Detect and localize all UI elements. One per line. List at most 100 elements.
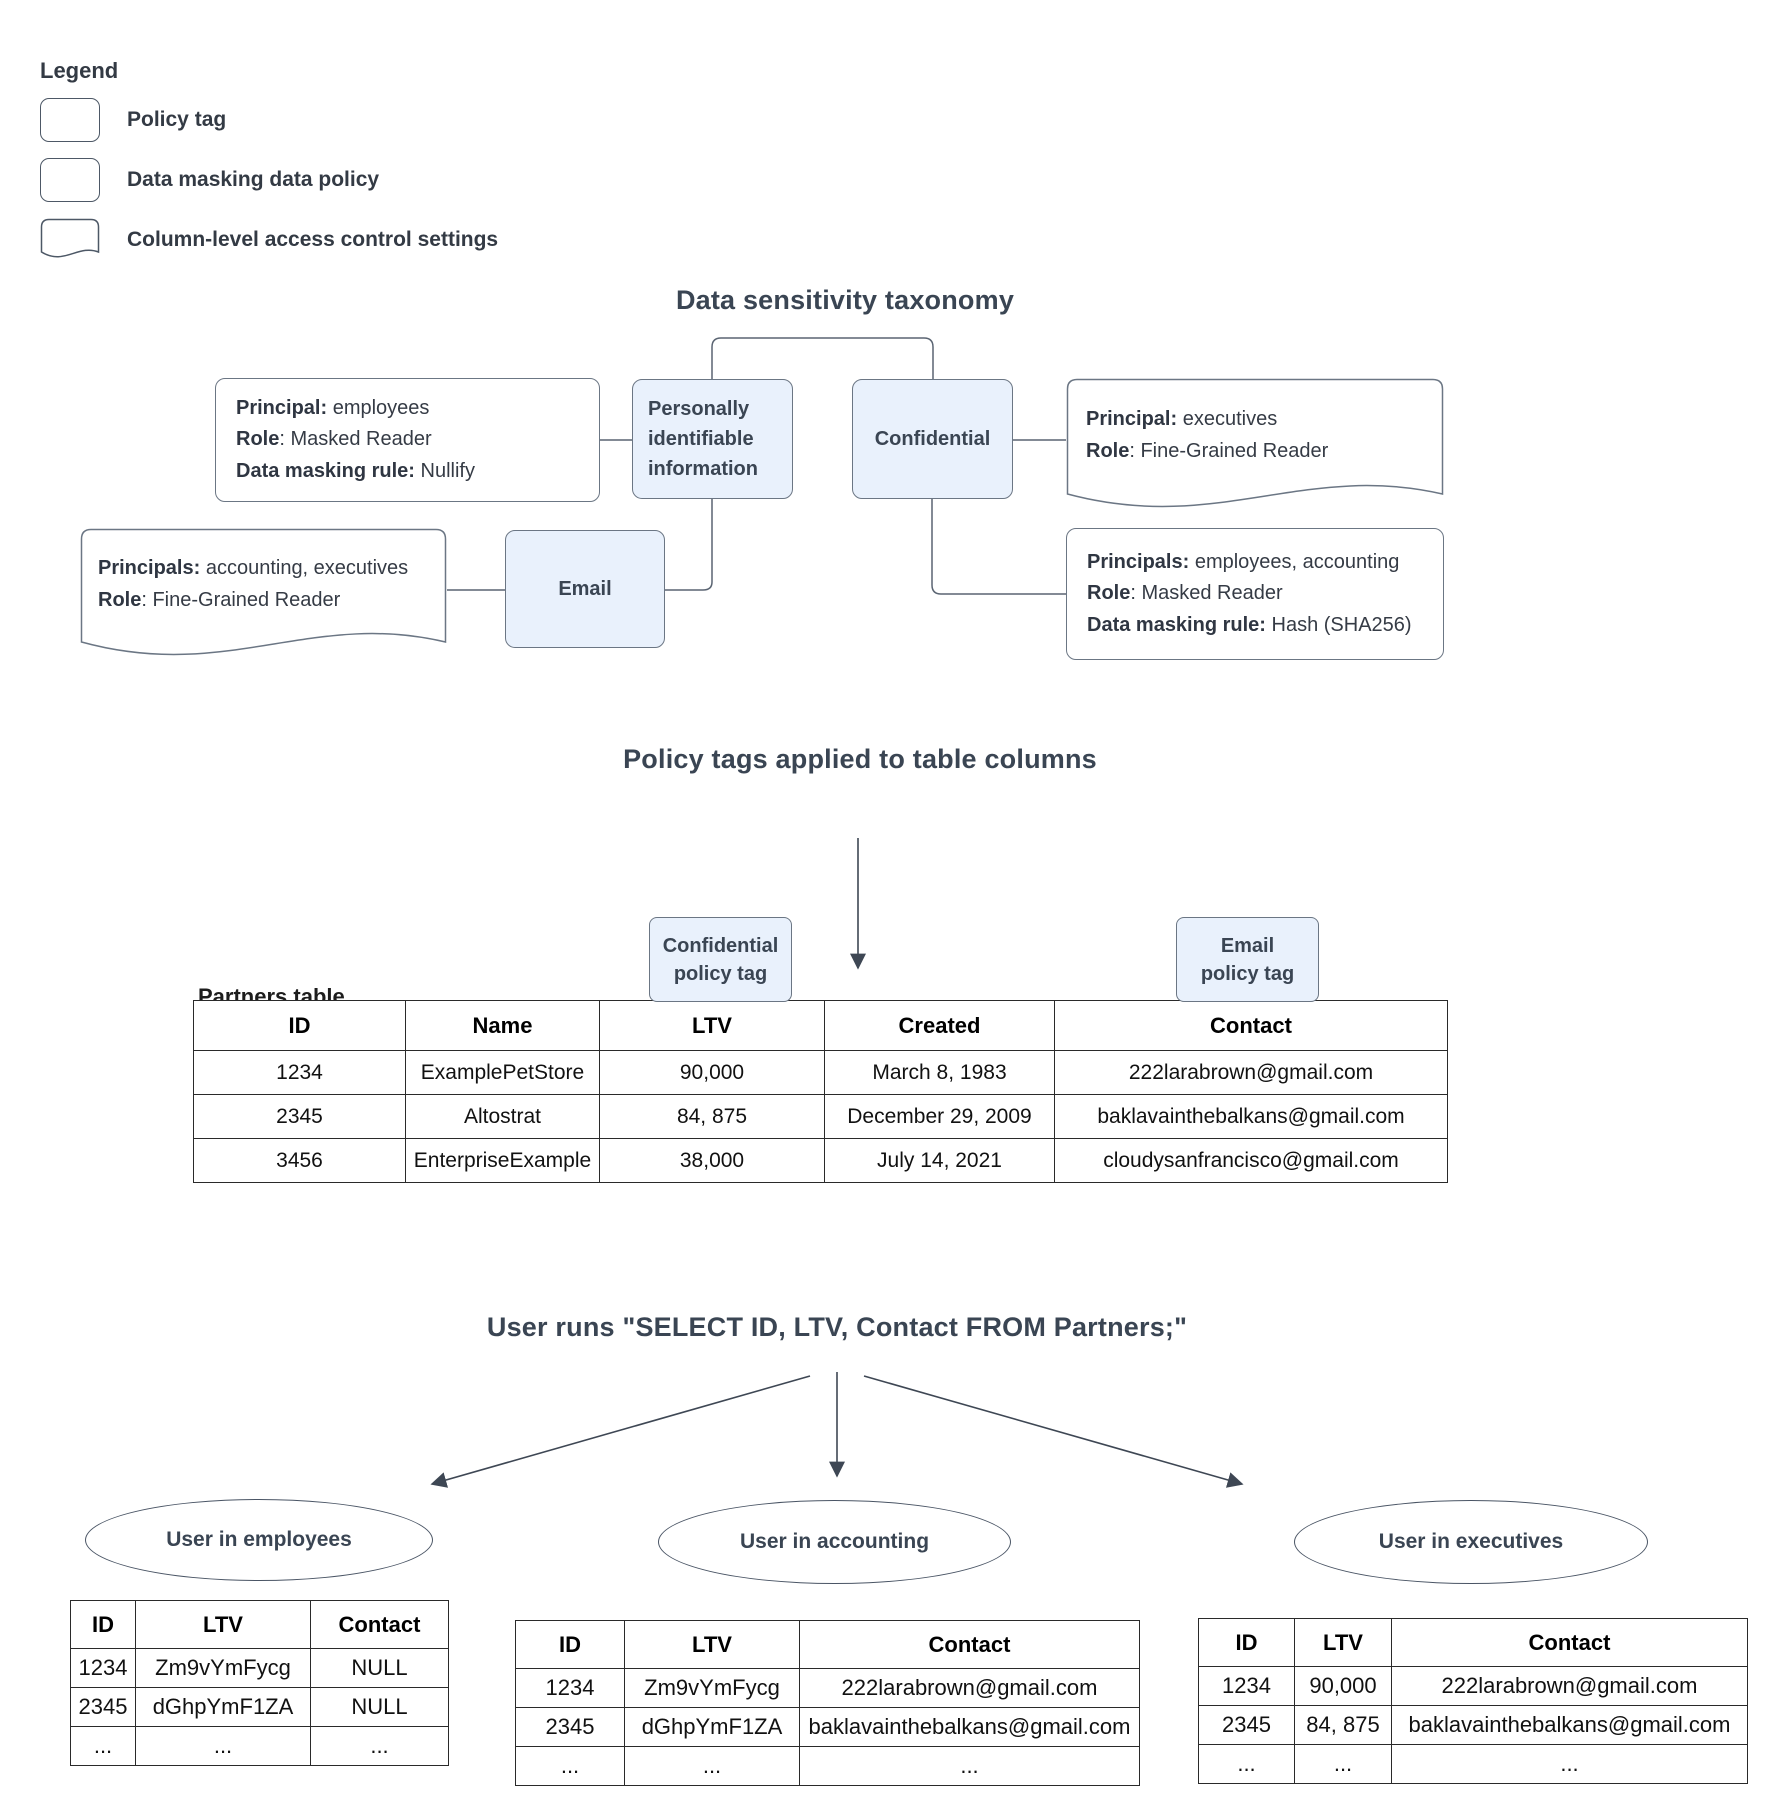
policy-tag-swatch xyxy=(40,98,100,142)
confidential-tag-line1: Confidential xyxy=(662,934,779,957)
cell: baklavainthebalkans@gmail.com xyxy=(799,1707,1140,1747)
column-header: ID xyxy=(515,1620,625,1669)
policy-line: Role: Masked Reader xyxy=(236,428,432,451)
pii-policy-tag-node: Personally identifiable information xyxy=(632,379,793,499)
cell: 1234 xyxy=(1198,1666,1295,1706)
column-header: ID xyxy=(193,1000,406,1051)
column-header: Name xyxy=(405,1000,600,1051)
cell: 90,000 xyxy=(599,1050,825,1095)
cell: ... xyxy=(624,1746,800,1786)
policy-line: Data masking rule: Hash (SHA256) xyxy=(1087,613,1412,636)
policy-line: Role: Fine-Grained Reader xyxy=(1086,439,1329,462)
policy-line: Role: Masked Reader xyxy=(1087,582,1283,605)
column-header: Created xyxy=(824,1000,1055,1051)
cell: 38,000 xyxy=(599,1138,825,1183)
cell: 1234 xyxy=(515,1668,625,1708)
policy-line: Data masking rule: Nullify xyxy=(236,459,475,482)
policy-line: Principal: executives xyxy=(1086,408,1278,430)
confidential-policy-tag-node: Confidential xyxy=(852,379,1013,499)
legend-title: Legend xyxy=(40,58,119,83)
policy-line: Principals: employees, accounting xyxy=(1087,550,1400,573)
user-group-accounting-label: User in accounting xyxy=(739,1530,930,1553)
cell: ... xyxy=(1391,1744,1748,1784)
column-header: Contact xyxy=(1054,1000,1448,1051)
cell: 90,000 xyxy=(1294,1666,1392,1706)
policy-line: Principal: employees xyxy=(236,396,430,419)
taxonomy-title: Data sensitivity taxonomy xyxy=(675,285,1015,315)
table-row: ......... xyxy=(70,1726,449,1766)
column-header: Contact xyxy=(1391,1618,1748,1667)
query-title: User runs "SELECT ID, LTV, Contact FROM … xyxy=(486,1312,1188,1342)
email-policy-tag-callout: Email policy tag xyxy=(1176,917,1319,1002)
cell: 222larabrown@gmail.com xyxy=(1391,1666,1748,1706)
cell: 1234 xyxy=(193,1050,406,1095)
cell: dGhpYmF1ZA xyxy=(135,1687,311,1727)
cell: baklavainthebalkans@gmail.com xyxy=(1391,1705,1748,1745)
cell: 2345 xyxy=(1198,1705,1295,1745)
column-header: LTV xyxy=(135,1600,311,1649)
cell: Altostrat xyxy=(405,1094,600,1139)
cell: NULL xyxy=(310,1687,449,1727)
column-header: Contact xyxy=(310,1600,449,1649)
legend-label-policy-tag: Policy tag xyxy=(127,108,227,131)
confidential-policy-tag-label: Confidential xyxy=(874,427,991,450)
column-header: Contact xyxy=(799,1620,1140,1669)
column-header: LTV xyxy=(624,1620,800,1669)
cell: NULL xyxy=(310,1648,449,1688)
email-tag-line1: Email xyxy=(1220,934,1275,957)
cell: 3456 xyxy=(193,1138,406,1183)
policy-line: Role: Fine-Grained Reader xyxy=(98,588,341,611)
cell: ExamplePetStore xyxy=(405,1050,600,1095)
cell: Zm9vYmFycg xyxy=(624,1668,800,1708)
cell: ... xyxy=(1198,1744,1295,1784)
pii-policy-tag-label: Personally identifiable information xyxy=(648,398,758,480)
cell: ... xyxy=(135,1726,311,1766)
table-row: ......... xyxy=(1198,1744,1748,1784)
user-group-accounting: User in accounting xyxy=(658,1500,1011,1584)
column-header: LTV xyxy=(599,1000,825,1051)
cell: Zm9vYmFycg xyxy=(135,1648,311,1688)
legend-label-data-masking: Data masking data policy xyxy=(127,168,380,191)
cell: baklavainthebalkans@gmail.com xyxy=(1054,1094,1448,1139)
cell: ... xyxy=(310,1726,449,1766)
cell: 84, 875 xyxy=(1294,1705,1392,1745)
cell: July 14, 2021 xyxy=(824,1138,1055,1183)
cell: cloudysanfrancisco@gmail.com xyxy=(1054,1138,1448,1183)
cell: ... xyxy=(70,1726,136,1766)
table-row: ......... xyxy=(515,1746,1140,1786)
email-policy-tag-node: Email xyxy=(505,530,665,648)
policy-line: Principals: accounting, executives xyxy=(98,557,409,579)
cell: 222larabrown@gmail.com xyxy=(799,1668,1140,1708)
cell: ... xyxy=(1294,1744,1392,1784)
column-header: ID xyxy=(1198,1618,1295,1667)
policy-section-title: Policy tags applied to table columns xyxy=(623,744,1097,774)
cell: 84, 875 xyxy=(599,1094,825,1139)
user-group-employees-label: User in employees xyxy=(166,1528,352,1551)
column-header: ID xyxy=(70,1600,136,1649)
cell: dGhpYmF1ZA xyxy=(624,1707,800,1747)
data-masking-policy-swatch xyxy=(40,158,100,202)
